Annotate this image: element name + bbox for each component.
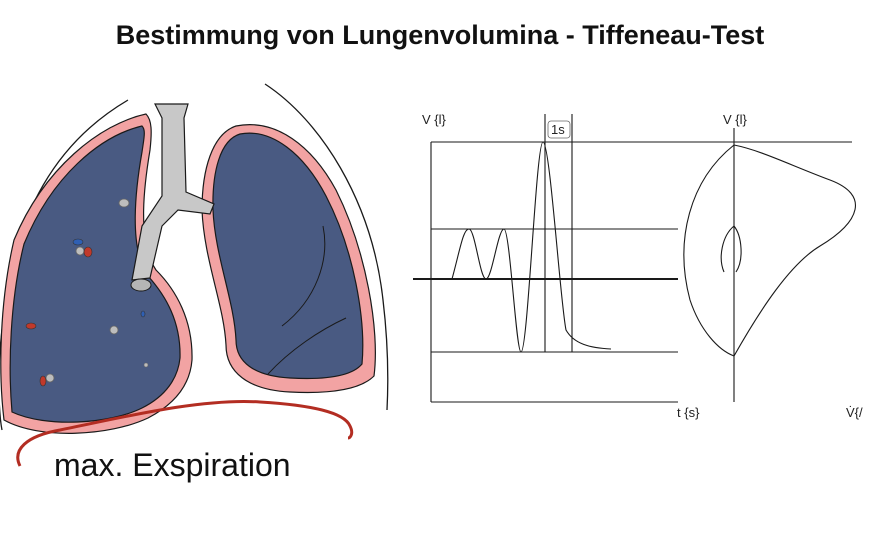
spirogram-x-axis-label: t {s} bbox=[677, 405, 700, 420]
lung-right bbox=[212, 132, 364, 380]
lung-illustration: max. Exspiration bbox=[0, 83, 389, 483]
caption-text: max. Exspiration bbox=[54, 447, 291, 483]
flow-volume-loop bbox=[678, 128, 856, 402]
interval-label: 1s bbox=[551, 122, 565, 137]
interval-label-box bbox=[547, 120, 571, 139]
lung-right-fissure-lower bbox=[267, 317, 347, 375]
lung-right-fissure-upper bbox=[281, 225, 326, 327]
chest-wall-right bbox=[264, 83, 389, 411]
blue-cell bbox=[72, 238, 84, 246]
gray-cell bbox=[45, 373, 55, 383]
gray-cell bbox=[118, 198, 130, 208]
trachea bbox=[131, 103, 215, 281]
blue-cell bbox=[140, 310, 146, 318]
spirogram-y-axis-label: V {l} bbox=[422, 112, 447, 127]
gray-cell bbox=[109, 325, 119, 335]
inspiratory-limb bbox=[683, 144, 735, 357]
expiratory-limb bbox=[733, 144, 856, 357]
tidal-loop bbox=[720, 225, 742, 273]
spirogram-curve bbox=[451, 141, 612, 353]
page-title: Bestimmung von Lungenvolumina - Tiffenea… bbox=[115, 20, 765, 50]
bronchus-opening bbox=[130, 278, 152, 292]
lung-left bbox=[9, 125, 181, 423]
spirogram bbox=[413, 114, 678, 403]
diaphragm bbox=[16, 400, 354, 467]
red-cell bbox=[83, 246, 93, 258]
gray-cell bbox=[75, 246, 85, 256]
red-cell bbox=[39, 375, 47, 387]
flow-volume-x-axis-label: V̇{/ bbox=[846, 405, 863, 420]
gray-cell bbox=[143, 362, 149, 368]
red-cell bbox=[25, 322, 37, 330]
flow-volume-y-axis-label: V {l} bbox=[723, 112, 748, 127]
